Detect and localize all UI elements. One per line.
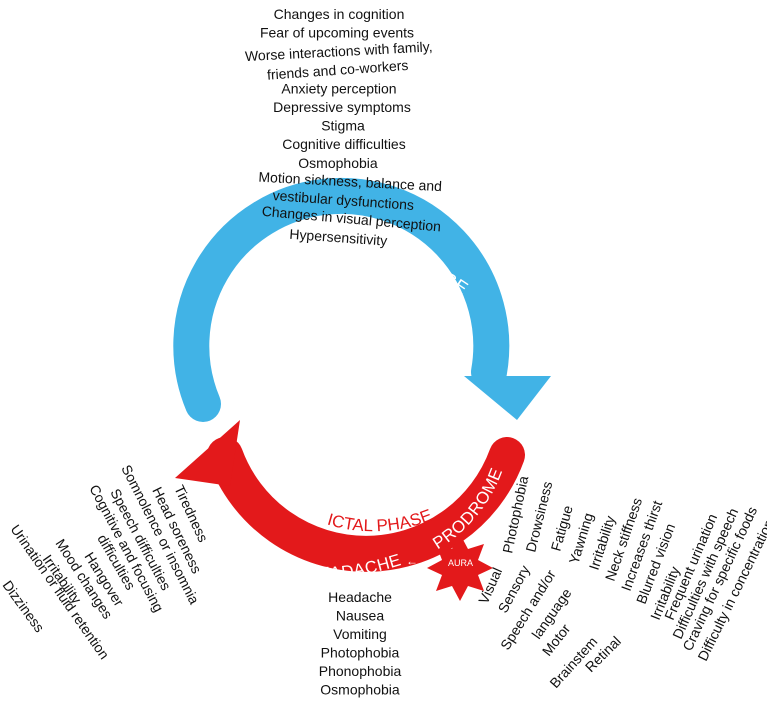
headache-symptom-list: HeadacheNauseaVomitingPhotophobiaPhonoph… [319,589,402,698]
interictal-symptom: Depressive symptoms [273,99,411,115]
interictal-symptom: Stigma [321,118,365,134]
headache-symptom: Nausea [336,608,384,624]
headache-symptom: Osmophobia [320,682,400,698]
aura-star [427,534,493,601]
headache-symptom: Photophobia [321,645,400,661]
interictal-symptom: Hypersensitivity [289,226,388,249]
interictal-arc [173,177,510,422]
ictal-arc [207,437,525,572]
aura-label: AURA [448,558,473,568]
interictal-symptom: Changes in cognition [274,6,405,22]
headache-symptom: Phonophobia [319,663,402,679]
headache-symptom: Vomiting [333,626,387,642]
headache-to-postdrome-arrow: ← [283,549,295,563]
ictal-arrowhead [175,420,240,486]
interictal-symptom: Osmophobia [298,155,378,171]
headache-symptom: Headache [328,589,392,605]
interictal-arrowhead [464,376,551,420]
interictal-symptom: Cognitive difficulties [282,136,405,152]
postdrome-symptom: Dizziness [0,577,48,635]
prodrome-to-headache-arrow: ← [406,554,418,568]
interictal-symptom: Fear of upcoming events [260,25,414,41]
interictal-symptom: Anxiety perception [281,80,396,96]
